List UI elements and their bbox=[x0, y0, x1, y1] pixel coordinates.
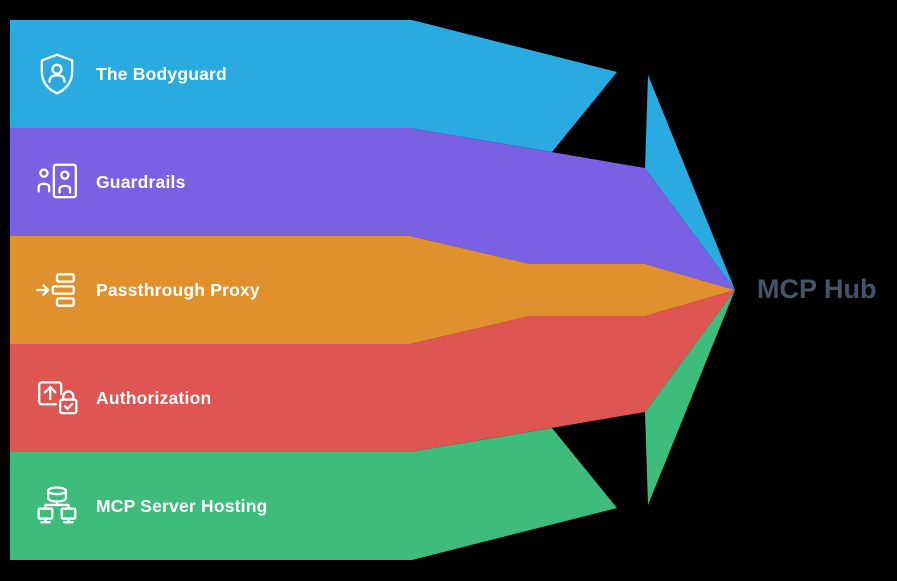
arrow-segment-server-hosting bbox=[645, 290, 735, 505]
arrow-segment-bodyguard bbox=[645, 75, 735, 290]
guardrails-scanner-icon bbox=[34, 159, 80, 205]
passthrough-proxy-icon bbox=[34, 267, 80, 313]
band-row-bodyguard: The Bodyguard bbox=[34, 51, 227, 97]
band-label-bodyguard: The Bodyguard bbox=[96, 63, 227, 84]
band-label-server-hosting: MCP Server Hosting bbox=[96, 495, 268, 516]
band-row-passthrough-proxy: Passthrough Proxy bbox=[34, 267, 260, 313]
authorization-lock-icon bbox=[34, 375, 80, 421]
band-label-authorization: Authorization bbox=[96, 387, 212, 408]
band-label-passthrough-proxy: Passthrough Proxy bbox=[96, 279, 260, 300]
band-row-authorization: Authorization bbox=[34, 375, 211, 421]
band-row-server-hosting: MCP Server Hosting bbox=[34, 483, 268, 529]
bodyguard-shield-icon bbox=[34, 51, 80, 97]
band-shape-passthrough-proxy bbox=[10, 236, 735, 344]
band-row-guardrails: Guardrails bbox=[34, 159, 186, 205]
server-hosting-icon bbox=[34, 483, 80, 529]
mcp-hub-title: MCP Hub bbox=[757, 274, 877, 304]
band-label-guardrails: Guardrails bbox=[96, 171, 186, 192]
band-shape-guardrails bbox=[10, 128, 735, 290]
band-shape-authorization bbox=[10, 290, 735, 452]
band-shape-server-hosting bbox=[10, 428, 617, 560]
band-shape-bodyguard bbox=[10, 20, 617, 152]
